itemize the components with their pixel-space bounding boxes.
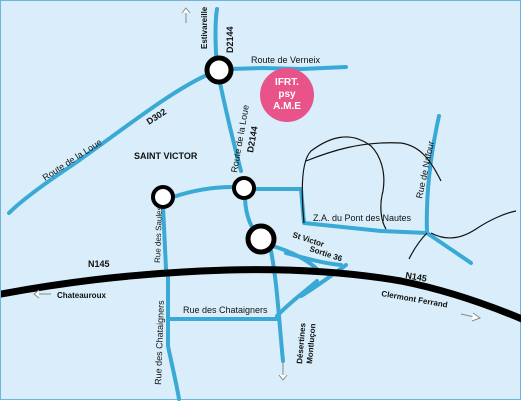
label-rue-chataigners-h: Rue des Chataigners	[183, 305, 268, 315]
ifrt-badge[interactable]: IFRT. psy A.M.E	[260, 68, 314, 122]
label-d2144-mid: D2144	[245, 125, 259, 153]
label-desertines-2: Montluçon	[305, 323, 317, 364]
highway-n145	[1, 266, 521, 323]
roundabout-saules	[151, 185, 175, 209]
za-outline	[301, 136, 517, 260]
roundabout-exit	[245, 223, 277, 255]
label-n145-right: N145	[405, 270, 428, 284]
road-d302-west	[7, 73, 209, 215]
label-za-pont: Z.A. du Pont des Nautes	[313, 213, 412, 223]
label-saint-victor: SAINT VICTOR	[134, 151, 198, 161]
badge-line2: psy	[278, 89, 296, 100]
direction-arrows	[33, 7, 482, 381]
right-arrow-icon	[460, 312, 482, 322]
road-rue-chataigners-v	[166, 273, 181, 401]
road-rue-saules	[161, 204, 168, 271]
label-rue-saules: Rue des Saules	[153, 206, 164, 263]
label-n145-left: N145	[88, 259, 110, 269]
label-chateauroux: Chateauroux	[57, 291, 106, 300]
road-east-branch	[425, 231, 473, 265]
label-route-loue-west: Route de la Loue	[41, 137, 104, 183]
label-route-verneix: Route de Verneix	[251, 55, 321, 65]
label-d2144-top: D2144	[225, 26, 235, 53]
road-exit-ramp-4	[284, 251, 343, 267]
road-to-saules	[171, 185, 235, 199]
badge-line1: IFRT.	[275, 77, 299, 88]
badge-line3: A.M.E	[273, 101, 301, 112]
label-estivareille: Estivareille	[200, 6, 209, 49]
label-desertines-1: Désertines	[295, 322, 308, 364]
road-za	[252, 187, 429, 235]
road-network	[7, 7, 473, 401]
up-arrow-icon	[181, 7, 191, 23]
road-d2144-north	[218, 81, 243, 173]
roundabout-north	[204, 55, 234, 85]
roundabout-mid	[232, 176, 256, 200]
label-st-victor-exit-1: St Victor	[291, 230, 325, 249]
left-arrow-icon	[33, 289, 51, 299]
label-rue-chataigners-v: Rue des Chataigners	[153, 300, 166, 385]
road-exit-ramp-2	[275, 279, 319, 318]
down-arrow-icon	[278, 363, 288, 381]
road-exit-ramp-3	[299, 263, 348, 298]
road-desertines	[269, 249, 285, 363]
road-rue-nafour	[424, 114, 441, 235]
roundabouts	[151, 55, 277, 255]
